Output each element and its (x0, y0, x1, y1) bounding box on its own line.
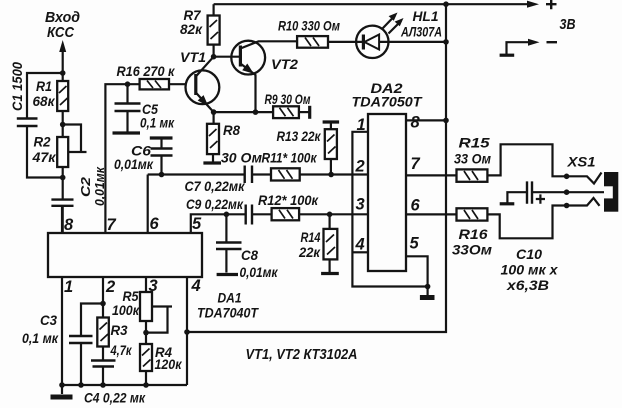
svg-text:5: 5 (192, 215, 202, 233)
svg-text:С9 0,22мк: С9 0,22мк (186, 196, 244, 212)
svg-text:100к: 100к (112, 302, 140, 318)
svg-text:С10: С10 (516, 246, 542, 262)
svg-text:R2: R2 (34, 134, 51, 150)
svg-text:6: 6 (411, 197, 421, 215)
svg-text:Вход: Вход (45, 9, 80, 26)
svg-text:DA1: DA1 (218, 290, 242, 306)
svg-text:2: 2 (355, 158, 365, 176)
svg-text:33 Ом: 33 Ом (454, 151, 492, 167)
svg-text:0,01мк: 0,01мк (114, 156, 154, 172)
svg-text:4: 4 (355, 236, 365, 254)
svg-text:1: 1 (64, 278, 73, 296)
svg-text:100 мк х: 100 мк х (501, 262, 559, 278)
svg-text:R1: R1 (36, 78, 52, 94)
svg-text:С2: С2 (78, 176, 93, 197)
svg-text:R7: R7 (184, 7, 202, 23)
svg-text:TDA7040T: TDA7040T (197, 305, 259, 321)
svg-text:4: 4 (191, 277, 201, 295)
svg-text:С3: С3 (40, 312, 57, 328)
svg-text:VT1: VT1 (180, 49, 206, 65)
svg-text:VT2: VT2 (271, 56, 298, 72)
svg-text:С1 1500: С1 1500 (9, 62, 25, 111)
svg-text:С5: С5 (142, 101, 158, 117)
svg-text:КСС: КСС (47, 24, 75, 41)
svg-text:47к: 47к (31, 149, 56, 165)
svg-text:6: 6 (150, 215, 160, 233)
svg-text:VT1, VT2 КТ3102А: VT1, VT2 КТ3102А (246, 347, 358, 363)
svg-text:0,01мк: 0,01мк (92, 166, 107, 206)
svg-text:7: 7 (107, 216, 117, 234)
svg-text:0,01мк: 0,01мк (240, 264, 279, 280)
svg-text:3В: 3В (560, 16, 576, 33)
svg-text:XS1: XS1 (566, 154, 595, 170)
svg-text:R15: R15 (459, 135, 490, 151)
svg-text:R10 330 Ом: R10 330 Ом (278, 18, 340, 34)
svg-text:R4: R4 (155, 344, 172, 360)
svg-text:68к: 68к (33, 93, 56, 109)
svg-text:С6: С6 (131, 143, 151, 159)
svg-text:22к: 22к (298, 244, 321, 260)
svg-text:R3: R3 (111, 322, 128, 338)
svg-text:120к: 120к (155, 356, 183, 372)
svg-text:R5: R5 (123, 288, 139, 304)
svg-text:8: 8 (64, 216, 74, 234)
svg-text:5: 5 (410, 235, 420, 253)
svg-text:R11* 100к: R11* 100к (262, 150, 318, 166)
svg-text:82к: 82к (180, 21, 203, 37)
svg-text:С4 0,22 мк: С4 0,22 мк (84, 390, 146, 406)
svg-text:3: 3 (149, 277, 158, 295)
svg-text:33Ом: 33Ом (452, 242, 493, 258)
svg-text:R13 22к: R13 22к (277, 128, 322, 144)
svg-text:7: 7 (411, 155, 421, 173)
svg-text:DA2: DA2 (371, 80, 403, 96)
svg-text:HL1: HL1 (413, 8, 439, 24)
svg-text:4,7к: 4,7к (110, 342, 133, 358)
svg-text:3: 3 (356, 196, 365, 214)
svg-text:TDA7050T: TDA7050T (352, 94, 423, 110)
svg-text:х6,3В: х6,3В (506, 277, 549, 293)
svg-text:С8: С8 (241, 247, 258, 263)
svg-text:С7 0,22мк: С7 0,22мк (185, 178, 246, 194)
svg-text:0,1 мк: 0,1 мк (140, 115, 175, 131)
svg-text:2: 2 (105, 278, 115, 296)
svg-text:R9 30 Ом: R9 30 Ом (265, 91, 311, 107)
svg-text:8: 8 (411, 114, 421, 132)
svg-text:30 Ом: 30 Ом (221, 150, 263, 166)
svg-text:R8: R8 (223, 122, 240, 138)
svg-text:АЛ307А: АЛ307А (400, 24, 442, 40)
svg-text:R12* 100к: R12* 100к (258, 192, 319, 208)
svg-text:0,1 мк: 0,1 мк (22, 330, 59, 346)
svg-text:R16 270 к: R16 270 к (117, 63, 176, 79)
svg-text:1: 1 (357, 116, 366, 134)
svg-text:R14: R14 (301, 229, 321, 245)
svg-text:R16: R16 (459, 226, 488, 242)
